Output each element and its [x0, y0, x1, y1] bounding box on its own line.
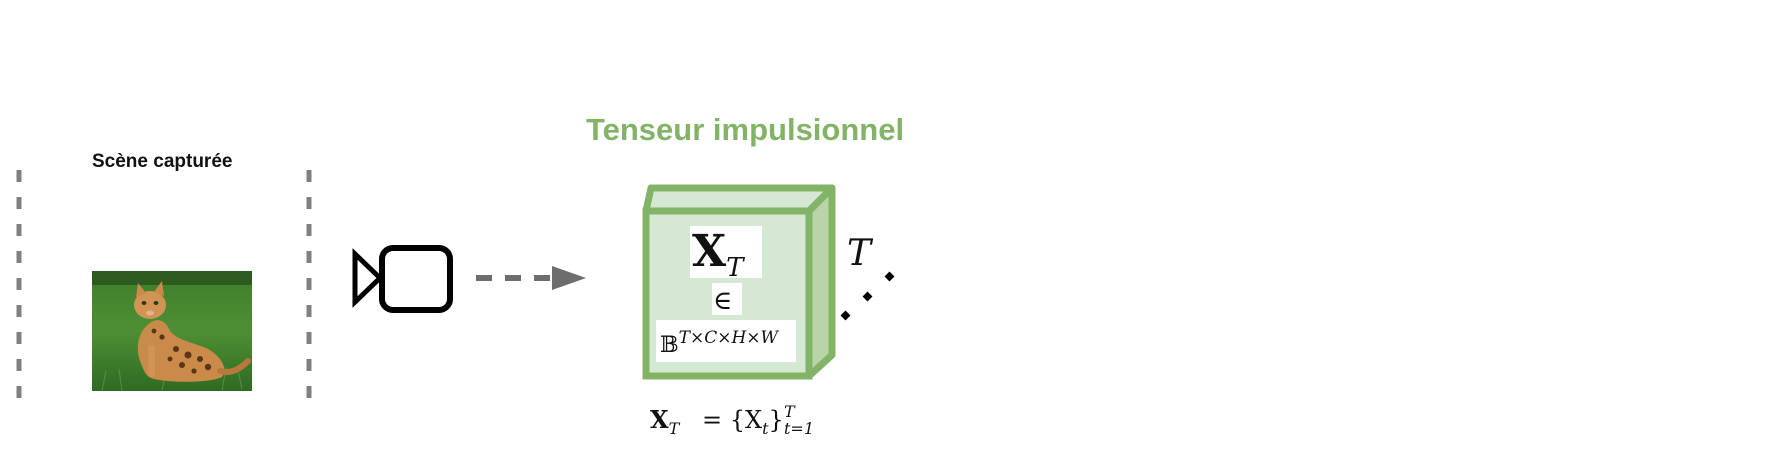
tensor-formula-lower: t=1: [784, 419, 814, 438]
cat-photo: [92, 271, 252, 391]
tensor-symbol: XT: [692, 226, 745, 283]
scene-title: Scène capturée: [92, 151, 233, 172]
tensor-formula-lhs: XT: [650, 405, 681, 438]
camera-icon: [352, 245, 453, 313]
tensor-title: Tenseur impulsionnel: [586, 112, 905, 147]
tensor-cube: [642, 184, 836, 380]
tensor-formula-upper: T: [784, 402, 796, 421]
capture-arrow: [476, 266, 586, 290]
depth-dots: [840, 271, 895, 321]
element-of-symbol: ∈: [713, 286, 732, 316]
tensor-formula-rhs: = {Xt}: [702, 406, 784, 438]
depth-label: T: [847, 233, 874, 274]
space-base: 𝔹T×C×H×W: [660, 328, 780, 358]
